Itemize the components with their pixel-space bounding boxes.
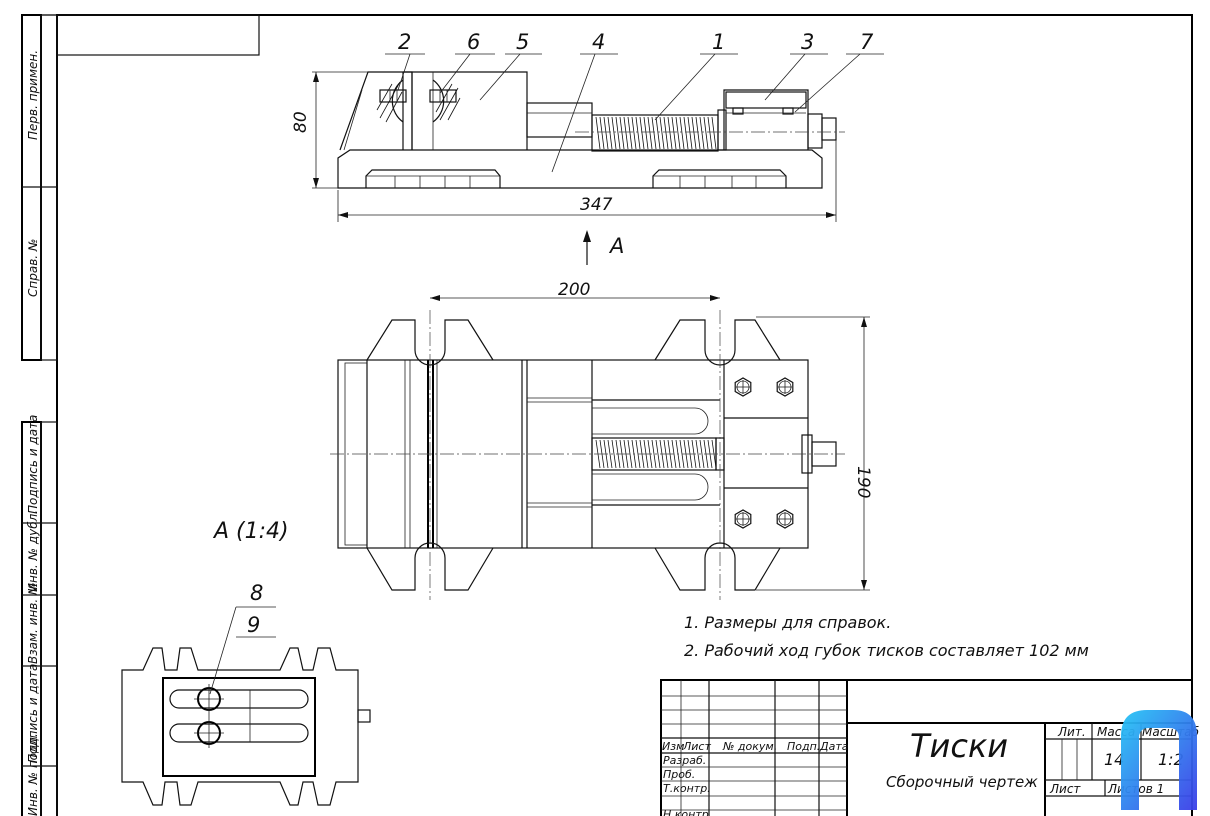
- callout-8: 8: [250, 581, 263, 605]
- dim-length: 347: [580, 195, 613, 215]
- strip-label-perv: Перв. примен.: [26, 50, 40, 140]
- callout-leaders: [385, 53, 884, 173]
- callout-3: 3: [801, 30, 814, 54]
- callout-5: 5: [516, 30, 529, 54]
- strip-label-sprav: Справ. №: [26, 239, 40, 297]
- tb-hdr-list: Лист: [682, 740, 711, 753]
- callout-4: 4: [592, 30, 605, 54]
- note-1: 1. Размеры для справок.: [684, 613, 891, 632]
- drawing-subtitle: Сборочный чертеж: [886, 773, 1038, 791]
- strip-label-inv-podl: Инв. № подл.: [26, 733, 40, 816]
- tb-scale-value: 1:2: [1158, 750, 1184, 769]
- view-label: A (1:4): [212, 519, 289, 544]
- tb-mass-value: 14: [1104, 750, 1124, 769]
- tb-role-razrab: Разраб.: [663, 754, 706, 767]
- dim-height: 80: [291, 111, 311, 133]
- strip-label-inv-dubl: Инв. № дубл.: [26, 510, 40, 592]
- tb-sheet-label: Лист: [1049, 782, 1081, 796]
- tb-role-tkontr: Т.контр.: [663, 782, 711, 795]
- tb-hdr-doc: № докум.: [722, 740, 777, 753]
- callout-6: 6: [467, 30, 480, 54]
- note-2: 2. Рабочий ход губок тисков составляет 1…: [684, 641, 1089, 660]
- drawing-frame: [56, 14, 1193, 816]
- tb-hdr-date: Дата: [819, 740, 849, 753]
- strip-label-sign2: Подпись и дата: [26, 664, 40, 763]
- strip-label-sign1: Подпись и дата: [26, 415, 40, 514]
- bolt-head-icon: [734, 377, 752, 397]
- strip-label-vzam: Взам. инв. №: [26, 583, 40, 664]
- tb-hdr-sign: Подп.: [787, 740, 820, 753]
- bolt-head-icon: [776, 509, 794, 529]
- dim-width: 190: [853, 466, 873, 498]
- callout-1: 1: [712, 30, 725, 54]
- view-arrow: [583, 230, 591, 265]
- top-left-stamp: [56, 14, 260, 56]
- bolt-head-icon: [776, 377, 794, 397]
- bolt-head-icon: [734, 509, 752, 529]
- front-dimensions: [312, 71, 837, 222]
- tb-role-nkontr: Н.контр.: [663, 808, 712, 816]
- tb-hdr-izm: Изм: [662, 740, 684, 753]
- top-view: [330, 310, 845, 600]
- top-dimensions: [430, 295, 870, 591]
- view-arrow-label: A: [608, 234, 624, 258]
- callout-9: 9: [247, 613, 260, 637]
- tb-role-prob: Проб.: [663, 768, 695, 781]
- drawing-title: Тиски: [910, 727, 1008, 765]
- dim-jaw-span: 200: [558, 280, 590, 300]
- callout-7: 7: [860, 30, 874, 54]
- side-strip: [21, 14, 58, 816]
- tb-lit-label: Лит.: [1057, 725, 1086, 739]
- brand-logo: [1121, 710, 1197, 810]
- front-view: [337, 71, 845, 189]
- view-a: [121, 606, 371, 806]
- callout-2: 2: [398, 30, 411, 54]
